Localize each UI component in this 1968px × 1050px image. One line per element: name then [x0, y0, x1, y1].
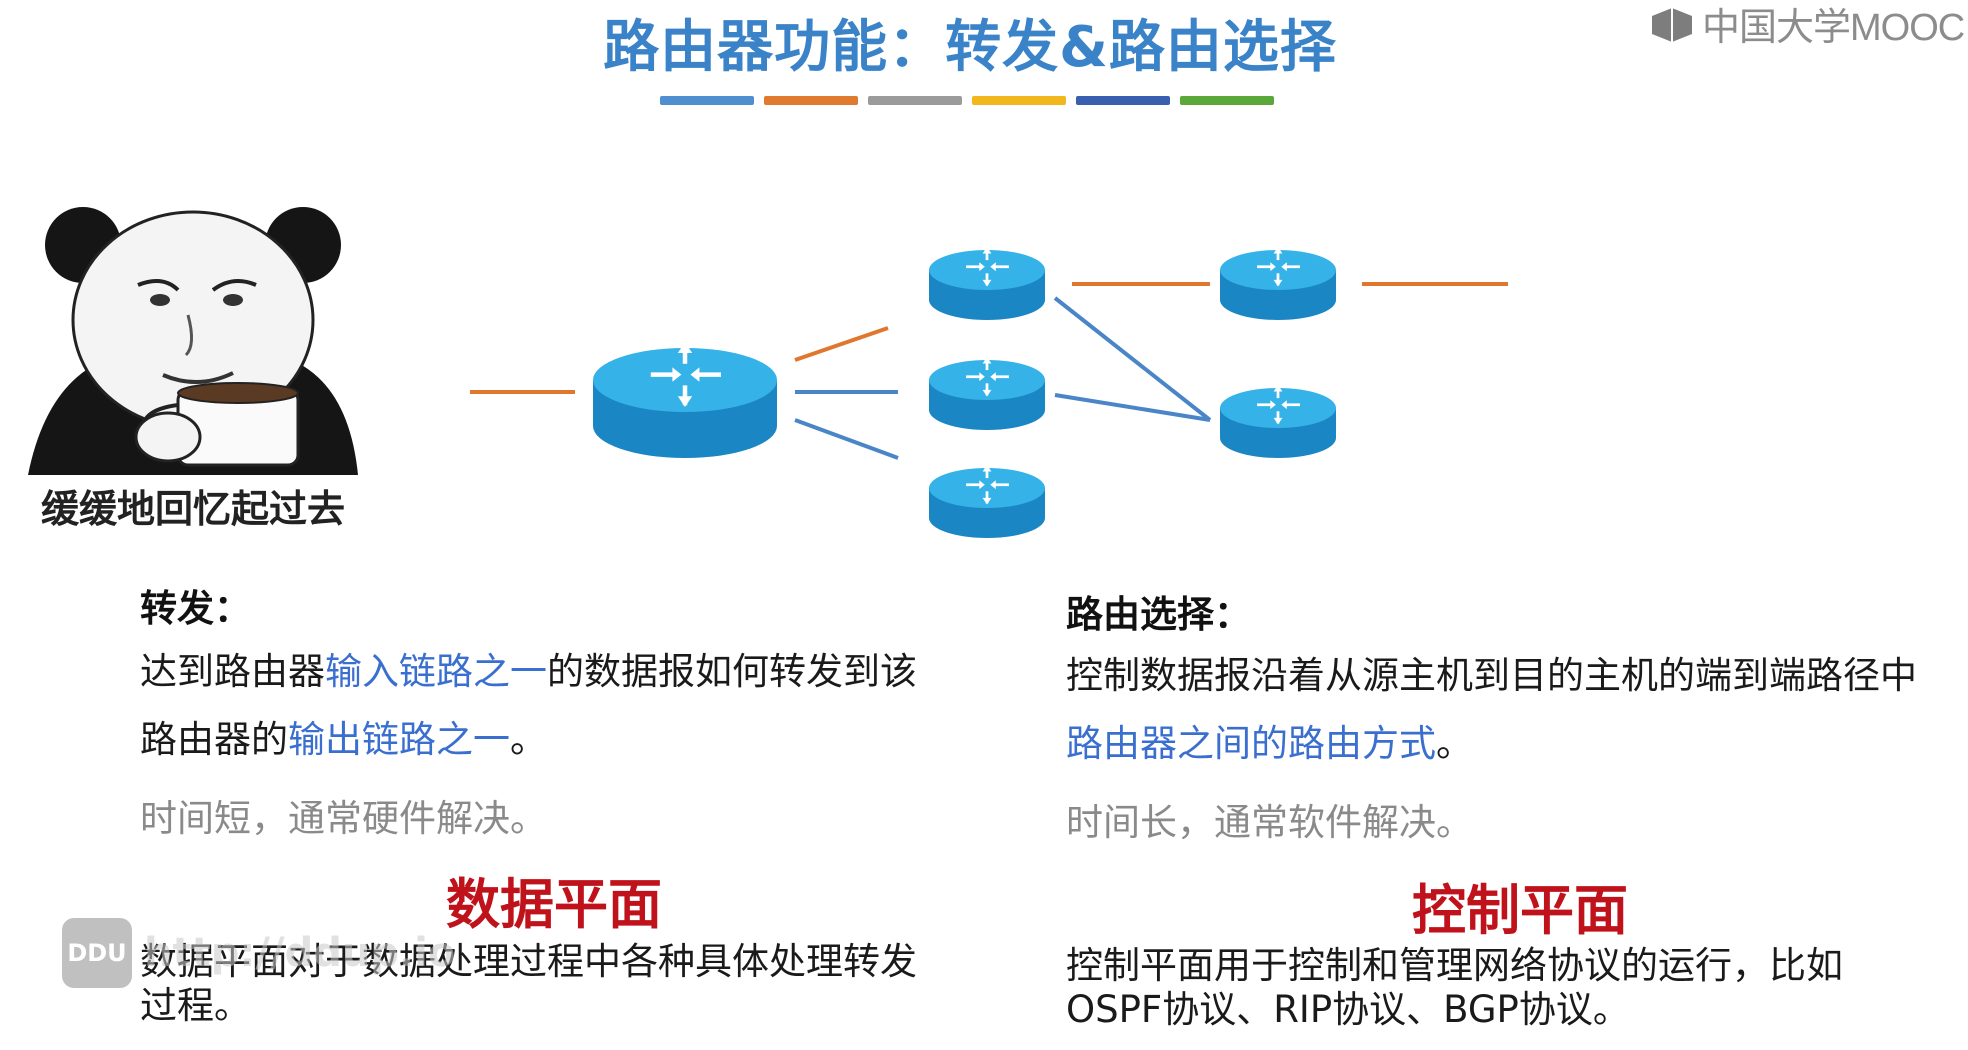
meme-caption: 缓缓地回忆起过去 — [40, 487, 345, 531]
control-plane-description: 控制平面用于控制和管理网络协议的运行，比如 OSPF协议、RIP协议、BGP协议… — [1066, 944, 1843, 1032]
highlight-routing-method: 路由器之间的路由方式 — [1066, 722, 1436, 765]
text-line: 控制数据报沿着从源主机到目的主机的端到端路径中 — [1066, 654, 1917, 697]
router-icon — [929, 463, 1045, 538]
title-color-bar — [868, 96, 962, 105]
text-line: 数据平面对于数据处理过程中各种具体处理转发 — [140, 940, 917, 983]
routing-note: 时间长，通常软件解决。 — [1066, 801, 1473, 844]
router-network-diagram — [470, 245, 1508, 538]
forwarding-note: 时间短，通常硬件解决。 — [140, 797, 547, 840]
highlight-input-link: 输入链路之一 — [325, 650, 547, 693]
data-plane-description: 数据平面对于数据处理过程中各种具体处理转发 过程。 — [140, 940, 917, 1028]
router-icon — [929, 245, 1045, 320]
routing-description: 控制数据报沿着从源主机到目的主机的端到端路径中 路由器之间的路由方式。 — [1066, 642, 1917, 778]
routing-heading: 路由选择： — [1066, 593, 1251, 636]
mooc-logo: 中国大学MOOC — [1648, 0, 1965, 51]
text-segment: 达到路由器 — [140, 650, 325, 693]
text-line: OSPF协议、RIP协议、BGP协议。 — [1066, 988, 1630, 1031]
router-icon — [929, 355, 1045, 430]
mooc-logo-icon — [1652, 7, 1692, 42]
text-line: 过程。 — [140, 984, 251, 1027]
network-links — [470, 282, 1508, 460]
text-line: 控制平面用于控制和管理网络协议的运行，比如 — [1066, 944, 1843, 987]
text-segment: 。 — [510, 718, 547, 761]
panda-meme-image — [28, 205, 358, 535]
title-color-bars — [660, 96, 1274, 105]
mooc-logo-text: 中国大学MOOC — [1702, 7, 1965, 49]
title-color-bar — [972, 96, 1066, 105]
control-plane-title: 控制平面 — [1412, 879, 1628, 942]
ddu-badge: DDU — [62, 918, 132, 988]
router-icon — [1220, 245, 1336, 320]
router-icon — [593, 342, 777, 458]
data-plane-title: 数据平面 — [446, 873, 662, 936]
text-segment: 。 — [1436, 722, 1473, 765]
text-segment: 的数据报如何转发到该 — [547, 650, 917, 693]
highlight-output-link: 输出链路之一 — [288, 718, 510, 761]
router-icon — [1220, 383, 1336, 458]
ddu-watermark: DDU http://ddup.io — [62, 918, 455, 988]
title-color-bar — [660, 96, 754, 105]
forwarding-description: 达到路由器输入链路之一的数据报如何转发到该 路由器的输出链路之一。 — [140, 638, 917, 774]
forwarding-heading: 转发： — [140, 587, 251, 630]
watermark-url: http://ddup.io — [144, 930, 456, 976]
title-color-bar — [1180, 96, 1274, 105]
text-segment: 路由器的 — [140, 718, 288, 761]
title-color-bar — [1076, 96, 1170, 105]
slide-title: 路由器功能：转发&路由选择 — [603, 15, 1337, 80]
title-color-bar — [764, 96, 858, 105]
